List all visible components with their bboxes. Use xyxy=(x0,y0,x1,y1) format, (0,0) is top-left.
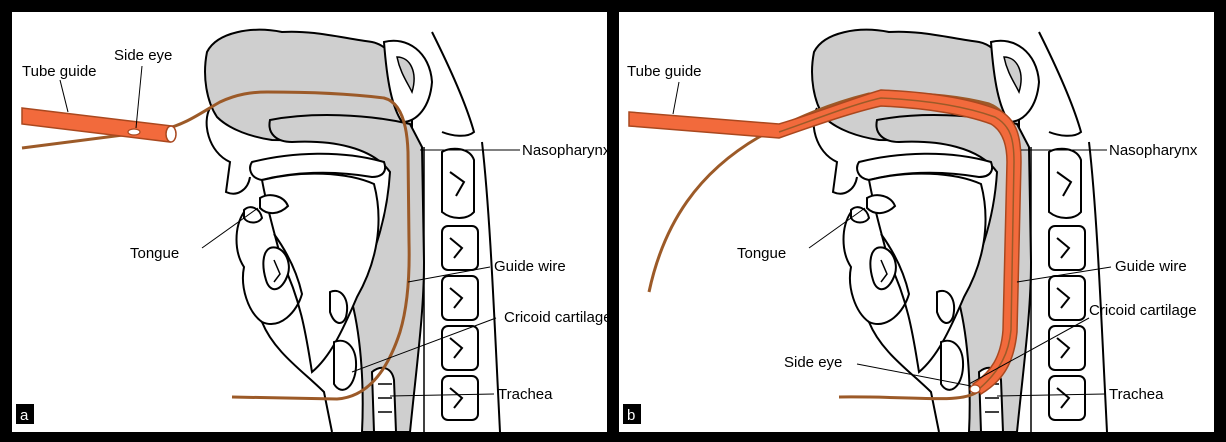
anatomy-sagittal-section-b xyxy=(619,12,1214,432)
label-tube-guide-a: Tube guide xyxy=(22,63,97,80)
label-guide-wire-b: Guide wire xyxy=(1115,258,1187,275)
label-tongue-b: Tongue xyxy=(737,245,786,262)
anatomy-sagittal-section-a xyxy=(12,12,607,432)
label-tube-guide-b: Tube guide xyxy=(627,63,702,80)
panel-a: Tube guide Side eye Nasopharynx Tongue G… xyxy=(12,12,612,432)
panel-letter-a: a xyxy=(20,407,29,424)
panel-letter-b: b xyxy=(627,407,635,424)
label-cricoid-a: Cricoid cartilage xyxy=(504,309,612,326)
label-side-eye-a: Side eye xyxy=(114,47,172,64)
label-nasopharynx-b: Nasopharynx xyxy=(1109,142,1198,159)
label-trachea-b: Trachea xyxy=(1109,386,1164,403)
label-nasopharynx-a: Nasopharynx xyxy=(522,142,611,159)
label-tongue-a: Tongue xyxy=(130,245,179,262)
label-trachea-a: Trachea xyxy=(498,386,553,403)
side-eye-marker-a xyxy=(128,129,140,135)
label-side-eye-b: Side eye xyxy=(784,354,842,371)
label-guide-wire-a: Guide wire xyxy=(494,258,566,275)
panel-b: Tube guide Nasopharynx Tongue Guide wire… xyxy=(619,12,1214,432)
label-cricoid-b: Cricoid cartilage xyxy=(1089,302,1197,319)
side-eye-marker-b xyxy=(970,385,980,393)
tube-guide-end-a xyxy=(166,126,176,142)
